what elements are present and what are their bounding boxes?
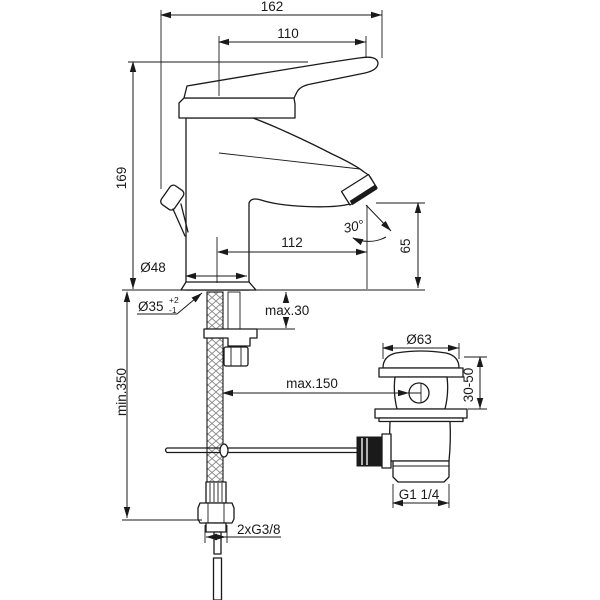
waste-rod-hole bbox=[408, 382, 430, 404]
pop-up-waste-group bbox=[356, 350, 468, 483]
label-waste-clamp-range: 30-50 bbox=[461, 368, 476, 403]
waste-top-flange bbox=[378, 367, 464, 378]
label-outlet-height: 65 bbox=[398, 238, 413, 253]
rod-clamp-connector bbox=[356, 433, 392, 469]
label-hole-tol-lower: -1 bbox=[169, 305, 177, 315]
label-supply-connection: 2xG3/8 bbox=[237, 522, 281, 537]
label-max-waste-distance: max.150 bbox=[286, 376, 338, 391]
pop-up-rod bbox=[164, 443, 358, 458]
spout-crease-line bbox=[218, 152, 361, 170]
mounting-nut bbox=[223, 346, 249, 367]
faucet-body-group bbox=[160, 56, 379, 291]
aerator-outlet bbox=[340, 173, 378, 206]
spray-direction-ray bbox=[365, 204, 392, 232]
label-spout-reach: 112 bbox=[281, 235, 303, 250]
dimension-labels: 162 110 169 112 30° 65 Ø48 Ø35 +2 -1 max… bbox=[114, 0, 476, 537]
label-lever-projection: 110 bbox=[277, 26, 299, 41]
label-waste-thread: G1 1/4 bbox=[399, 487, 440, 502]
lever-handle-raised bbox=[183, 56, 379, 99]
label-spray-angle: 30° bbox=[342, 217, 366, 236]
lever-handle-lowered bbox=[160, 184, 189, 237]
label-waste-flange-diameter: Ø63 bbox=[406, 332, 432, 347]
hose-end-fitting bbox=[197, 481, 235, 600]
mounting-washer bbox=[203, 328, 258, 347]
handle-base bbox=[178, 97, 296, 119]
waste-lower-flange bbox=[374, 408, 468, 419]
base-escutcheon bbox=[180, 281, 257, 291]
label-min-hose-length: min.350 bbox=[114, 368, 129, 416]
label-hole-tol-upper: +2 bbox=[169, 295, 179, 305]
label-total-height: 169 bbox=[114, 167, 129, 190]
angle-arc bbox=[352, 236, 387, 246]
waste-lower-body bbox=[389, 420, 451, 462]
waste-plug-dome bbox=[382, 350, 460, 369]
label-hole-diameter: Ø35 bbox=[138, 299, 164, 314]
supply-nut bbox=[197, 502, 235, 524]
label-max-deck-thickness: max.30 bbox=[265, 303, 309, 318]
faucet-body-and-spout bbox=[185, 117, 374, 291]
label-total-width: 162 bbox=[261, 0, 284, 14]
label-body-diameter: Ø48 bbox=[140, 260, 166, 275]
extension-lines bbox=[122, 10, 487, 543]
waste-thread bbox=[392, 460, 450, 483]
dim-35-leader bbox=[176, 292, 203, 315]
installation-parts-group bbox=[164, 291, 358, 600]
dimension-lines bbox=[123, 11, 484, 541]
